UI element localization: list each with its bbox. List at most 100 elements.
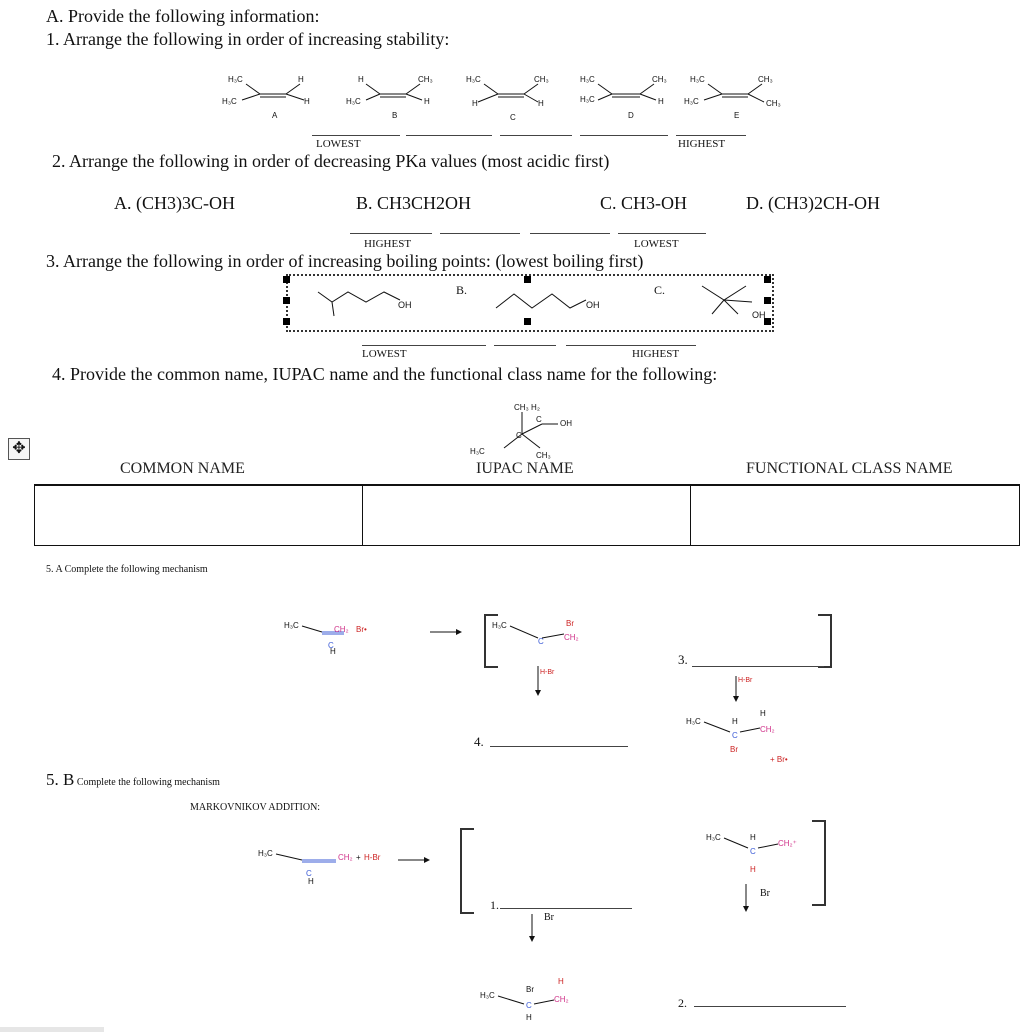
bracket-left xyxy=(460,828,474,914)
q5a-step-3-number: 3. xyxy=(678,652,688,667)
q1-label-e: E xyxy=(734,111,739,120)
svg-text:CH₂: CH₂ xyxy=(564,633,579,642)
common-name-header: COMMON NAME xyxy=(120,460,245,477)
svg-text:CH₃: CH₃ xyxy=(534,75,549,84)
resize-handle-icon[interactable] xyxy=(764,276,771,283)
resize-handle-icon[interactable] xyxy=(283,276,290,283)
q5a-step-4-blank[interactable] xyxy=(490,746,628,747)
svg-text:CH₂: CH₂ xyxy=(760,725,775,734)
svg-text:H₃C: H₃C xyxy=(480,991,495,1000)
q1-lowest-label: LOWEST xyxy=(316,138,361,150)
table-divider xyxy=(362,484,363,546)
q2-option-d: D. (CH3)2CH-OH xyxy=(746,193,880,213)
svg-text:Br: Br xyxy=(566,619,574,628)
resize-handle-icon[interactable] xyxy=(524,318,531,325)
svg-text:CH₂⁺: CH₂⁺ xyxy=(778,839,797,848)
svg-text:C: C xyxy=(538,637,544,646)
svg-text:+ Br•: + Br• xyxy=(770,755,788,764)
resize-handle-icon[interactable] xyxy=(283,318,290,325)
q2-blank-3[interactable] xyxy=(530,233,610,234)
svg-text:Br: Br xyxy=(526,985,534,994)
functional-class-name-header: FUNCTIONAL CLASS NAME xyxy=(746,460,953,477)
q1-blank-5[interactable] xyxy=(676,135,746,136)
bracket-right xyxy=(812,820,826,906)
names-table-header: COMMON NAME IUPAC NAME FUNCTIONAL CLASS … xyxy=(34,460,1020,486)
q5b-step-1-number: 1. xyxy=(490,898,499,912)
svg-text:H₃C: H₃C xyxy=(580,75,595,84)
svg-text:CH₃ H₂: CH₃ H₂ xyxy=(514,403,540,412)
q1-blank-3[interactable] xyxy=(500,135,572,136)
svg-text:OH: OH xyxy=(752,310,766,320)
svg-text:H: H xyxy=(558,977,564,986)
horizontal-scrollbar[interactable] xyxy=(0,1027,104,1032)
question-1-prompt: 1. Arrange the following in order of inc… xyxy=(46,29,450,49)
q1-highest-label: HIGHEST xyxy=(678,138,726,150)
names-table-answer-row xyxy=(34,484,1020,546)
resize-handle-icon[interactable] xyxy=(764,297,771,304)
svg-text:H₃C: H₃C xyxy=(492,621,507,630)
svg-text:H: H xyxy=(750,833,756,842)
q1-blank-4[interactable] xyxy=(580,135,668,136)
table-divider xyxy=(690,484,691,546)
svg-text:CH₃: CH₃ xyxy=(766,99,781,108)
svg-text:C: C xyxy=(732,731,738,740)
q5b-title-text: Complete the following mechanism xyxy=(74,777,220,788)
q5a-arrows: H-Br H-Br xyxy=(535,666,753,702)
bracket-left xyxy=(484,614,498,668)
q2-blank-2[interactable] xyxy=(440,233,520,234)
resize-handle-icon[interactable] xyxy=(764,318,771,325)
q2-blank-4[interactable] xyxy=(618,233,706,234)
svg-text:H₃C: H₃C xyxy=(470,447,485,456)
svg-text:C: C xyxy=(328,641,334,650)
q5a-step-3-blank[interactable] xyxy=(692,666,824,667)
iupac-name-answer-cell[interactable] xyxy=(364,486,688,544)
resize-handle-icon[interactable] xyxy=(283,297,290,304)
q5b-step-2-blank[interactable] xyxy=(694,1006,846,1007)
q2-option-a: A. (CH3)3C-OH xyxy=(114,193,235,213)
svg-text:H: H xyxy=(472,99,478,108)
svg-text:H: H xyxy=(526,1013,532,1022)
svg-text:H₃C: H₃C xyxy=(346,97,361,106)
svg-text:H₃C: H₃C xyxy=(686,717,701,726)
svg-text:H₃C: H₃C xyxy=(466,75,481,84)
common-name-answer-cell[interactable] xyxy=(36,486,360,544)
table-move-anchor-icon[interactable]: ✥ xyxy=(8,438,30,460)
svg-text:H₃C: H₃C xyxy=(228,75,243,84)
question-2-prompt: 2. Arrange the following in order of dec… xyxy=(52,151,610,171)
q1-label-b: B xyxy=(392,111,397,120)
svg-text:CH₃: CH₃ xyxy=(652,75,667,84)
svg-text:CH₃: CH₃ xyxy=(418,75,433,84)
q3-blank-3[interactable] xyxy=(566,345,696,346)
q1-blank-2[interactable] xyxy=(406,135,492,136)
q3-blank-1[interactable] xyxy=(362,345,486,346)
svg-text:+: + xyxy=(356,853,361,862)
q2-option-c: C. CH3-OH xyxy=(600,193,688,213)
q5b-bromide-label-right: Br xyxy=(760,888,770,899)
q5b-bromide-label-left: Br xyxy=(544,912,554,923)
q5b-title-number: 5. B xyxy=(46,770,75,789)
svg-text:H-Br: H-Br xyxy=(364,853,381,862)
resize-handle-icon[interactable] xyxy=(524,276,531,283)
svg-text:H: H xyxy=(538,99,544,108)
q2-highest-label: HIGHEST xyxy=(364,238,412,250)
functional-class-name-answer-cell[interactable] xyxy=(692,486,1018,544)
q2-blank-1[interactable] xyxy=(350,233,432,234)
q5b-arrows xyxy=(529,884,749,942)
q1-label-d: D xyxy=(628,111,634,120)
iupac-name-header: IUPAC NAME xyxy=(476,460,574,477)
q3-highest-label: HIGHEST xyxy=(632,348,680,360)
q3-label-b: B. xyxy=(456,283,468,297)
question-4-prompt: 4. Provide the common name, IUPAC name a… xyxy=(52,364,718,384)
q5b-step-1-blank[interactable] xyxy=(500,908,632,909)
q3-lowest-label: LOWEST xyxy=(362,348,407,360)
markovnikov-addition-label: MARKOVNIKOV ADDITION: xyxy=(190,802,321,813)
q1-blank-1[interactable] xyxy=(312,135,400,136)
svg-text:H₃C: H₃C xyxy=(284,621,299,630)
q3-blank-2[interactable] xyxy=(494,345,556,346)
part-a-heading: A. Provide the following information: xyxy=(46,6,320,26)
